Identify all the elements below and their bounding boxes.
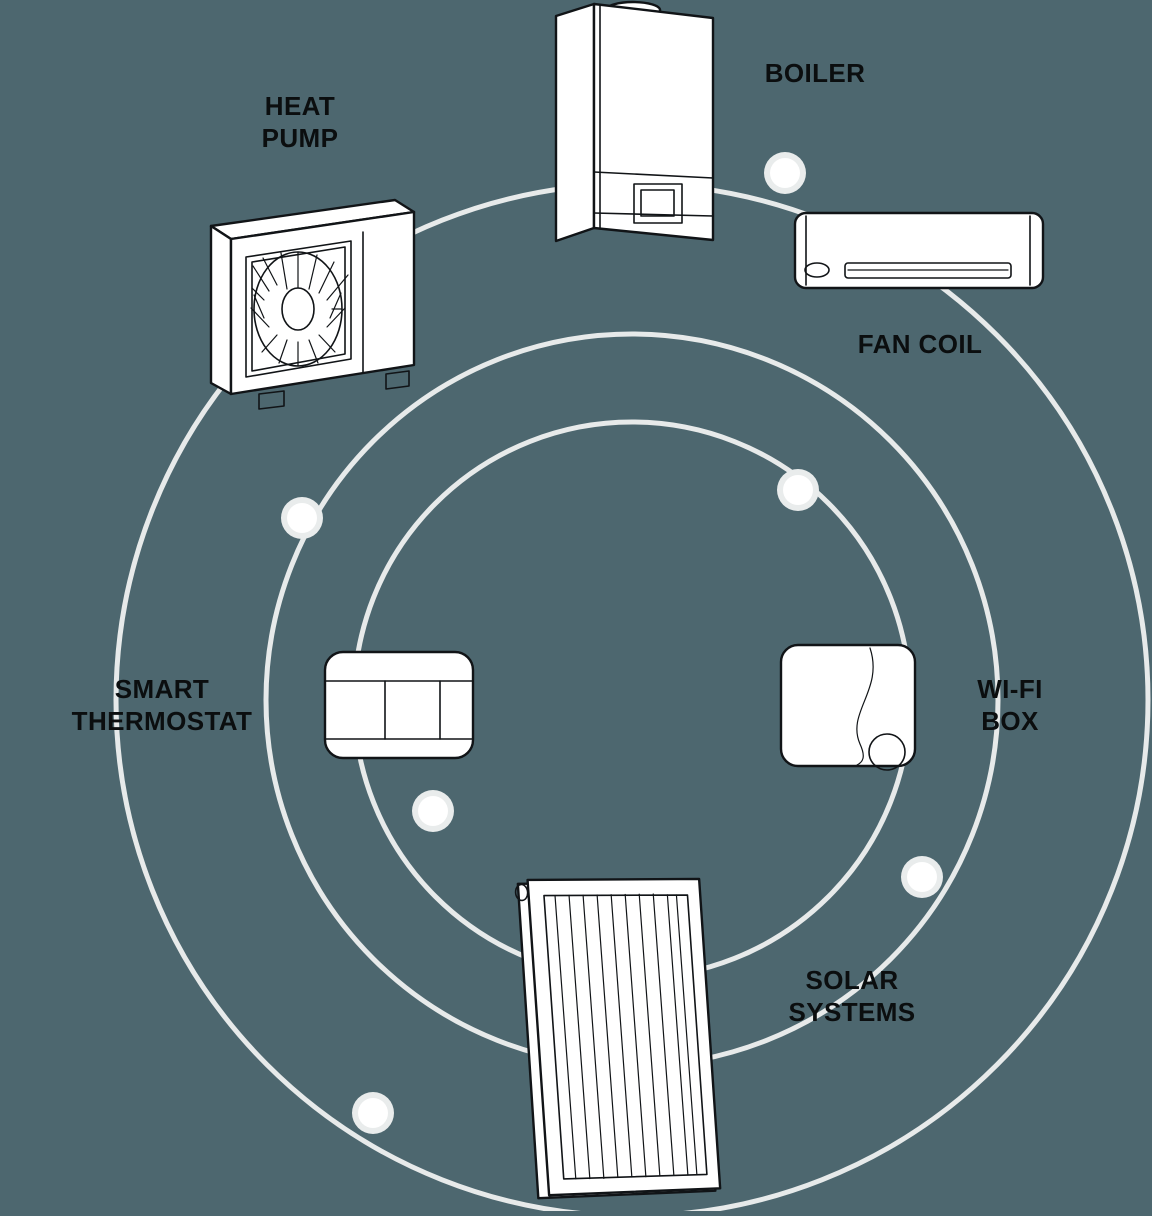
- heat-pump-icon[interactable]: [209, 198, 416, 410]
- node-upper-left[interactable]: [281, 497, 323, 539]
- label-heat-pump: HEAT PUMP: [261, 91, 339, 153]
- boiler-icon[interactable]: [554, 0, 715, 243]
- node-lower-right[interactable]: [901, 856, 943, 898]
- label-boiler: BOILER: [764, 58, 866, 88]
- node-boiler-fan-coil[interactable]: [764, 152, 806, 194]
- wifi-box-icon[interactable]: [779, 643, 917, 771]
- node-upper-right[interactable]: [777, 469, 819, 511]
- orbit-nodes: [281, 152, 943, 1134]
- label-solar-systems: SOLAR SYSTEMS: [788, 965, 916, 1027]
- label-wifi-box: WI-FI BOX: [977, 674, 1043, 736]
- solar-panel-icon[interactable]: [511, 865, 727, 1206]
- node-bottom-left[interactable]: [352, 1092, 394, 1134]
- fan-blades: [250, 251, 349, 367]
- fan-coil-icon[interactable]: [793, 211, 1045, 290]
- label-smart-thermostat: SMART THERMOSTAT: [71, 674, 253, 736]
- label-fan-coil: FAN COIL: [857, 329, 983, 359]
- solar-stripes: [554, 893, 698, 1180]
- thermostat-icon[interactable]: [323, 650, 475, 760]
- node-lower-left-inner[interactable]: [412, 790, 454, 832]
